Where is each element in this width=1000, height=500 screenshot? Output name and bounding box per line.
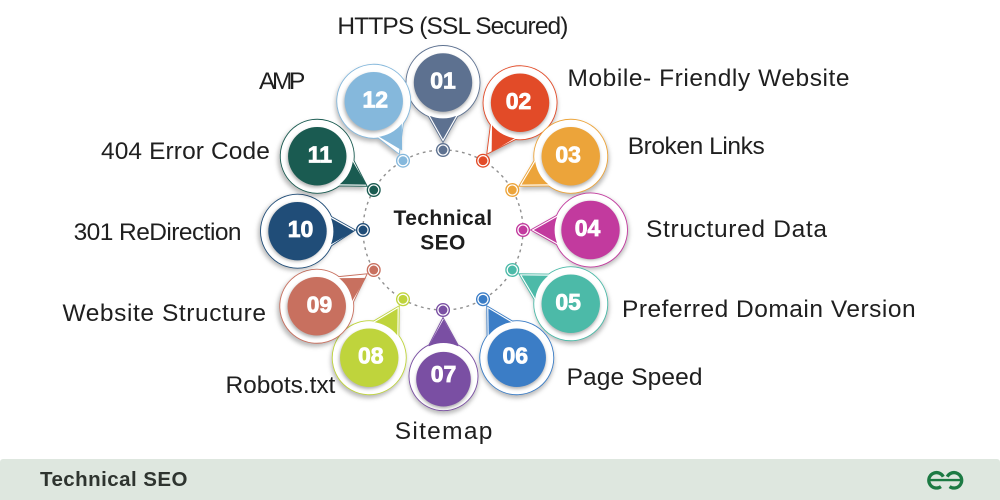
svg-text:06: 06 <box>502 343 528 369</box>
svg-text:01: 01 <box>430 68 456 94</box>
svg-text:04: 04 <box>575 215 601 241</box>
svg-text:05: 05 <box>555 289 581 315</box>
svg-text:Technical: Technical <box>394 207 493 230</box>
svg-text:SEO: SEO <box>420 232 466 255</box>
svg-text:12: 12 <box>362 86 388 112</box>
svg-text:11: 11 <box>308 141 333 167</box>
svg-text:02: 02 <box>506 88 532 114</box>
svg-text:03: 03 <box>555 141 581 167</box>
svg-text:07: 07 <box>431 361 457 387</box>
svg-text:10: 10 <box>288 216 314 242</box>
svg-text:09: 09 <box>307 291 333 317</box>
svg-text:08: 08 <box>358 343 384 369</box>
